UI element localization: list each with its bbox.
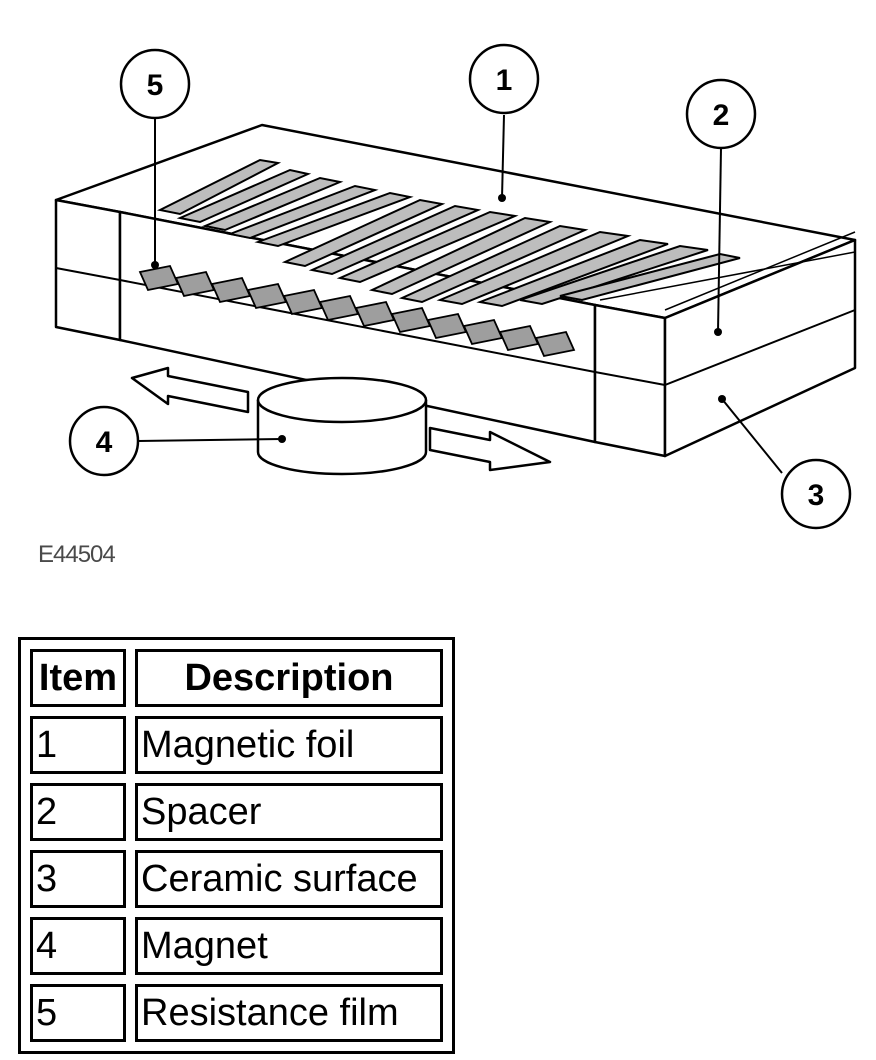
table-row: 1 Magnetic foil <box>30 716 443 774</box>
leader-lines <box>137 114 783 474</box>
header-item: Item <box>30 649 126 707</box>
svg-text:2: 2 <box>713 99 730 132</box>
right-end-block-front <box>593 303 667 458</box>
row-item-number: 5 <box>30 984 126 1042</box>
table-row: 2 Spacer <box>30 783 443 841</box>
row-description: Spacer <box>135 783 443 841</box>
svg-text:3: 3 <box>808 479 825 512</box>
row-item-number: 1 <box>30 716 126 774</box>
table-row: 4 Magnet <box>30 917 443 975</box>
table-row: 3 Ceramic surface <box>30 850 443 908</box>
spacer-edge-line <box>664 231 856 311</box>
svg-text:5: 5 <box>147 69 164 102</box>
figure-code: E44504 <box>38 541 116 568</box>
legend-table: Item Description 1 Magnetic foil 2 Space… <box>18 637 455 1054</box>
row-description: Magnet <box>135 917 443 975</box>
sensor-diagram: 1 2 3 4 5 <box>54 43 857 530</box>
row-item-number: 2 <box>30 783 126 841</box>
leader-dots <box>151 194 726 443</box>
row-item-number: 4 <box>30 917 126 975</box>
spacer-edge-line-2 <box>599 251 856 301</box>
callout-2: 2 <box>685 78 757 150</box>
row-description: Magnetic foil <box>135 716 443 774</box>
row-item-number: 3 <box>30 850 126 908</box>
resistance-film-teeth <box>138 264 576 358</box>
magnet <box>256 376 428 476</box>
legend-header-row: Item Description <box>30 649 443 707</box>
callout-3: 3 <box>780 458 852 530</box>
arrow-right <box>428 426 552 472</box>
arrow-left <box>130 366 250 414</box>
magnetic-foil-strips <box>156 158 741 308</box>
table-row: 5 Resistance film <box>30 984 443 1042</box>
row-description: Ceramic surface <box>135 850 443 908</box>
callout-4: 4 <box>68 405 140 477</box>
movement-arrows <box>130 366 552 472</box>
svg-text:4: 4 <box>96 426 113 459</box>
layer-divider-front <box>55 267 856 386</box>
callout-1: 1 <box>468 43 540 115</box>
svg-text:1: 1 <box>496 64 513 97</box>
callout-5: 5 <box>119 48 191 120</box>
row-description: Resistance film <box>135 984 443 1042</box>
header-description: Description <box>135 649 443 707</box>
